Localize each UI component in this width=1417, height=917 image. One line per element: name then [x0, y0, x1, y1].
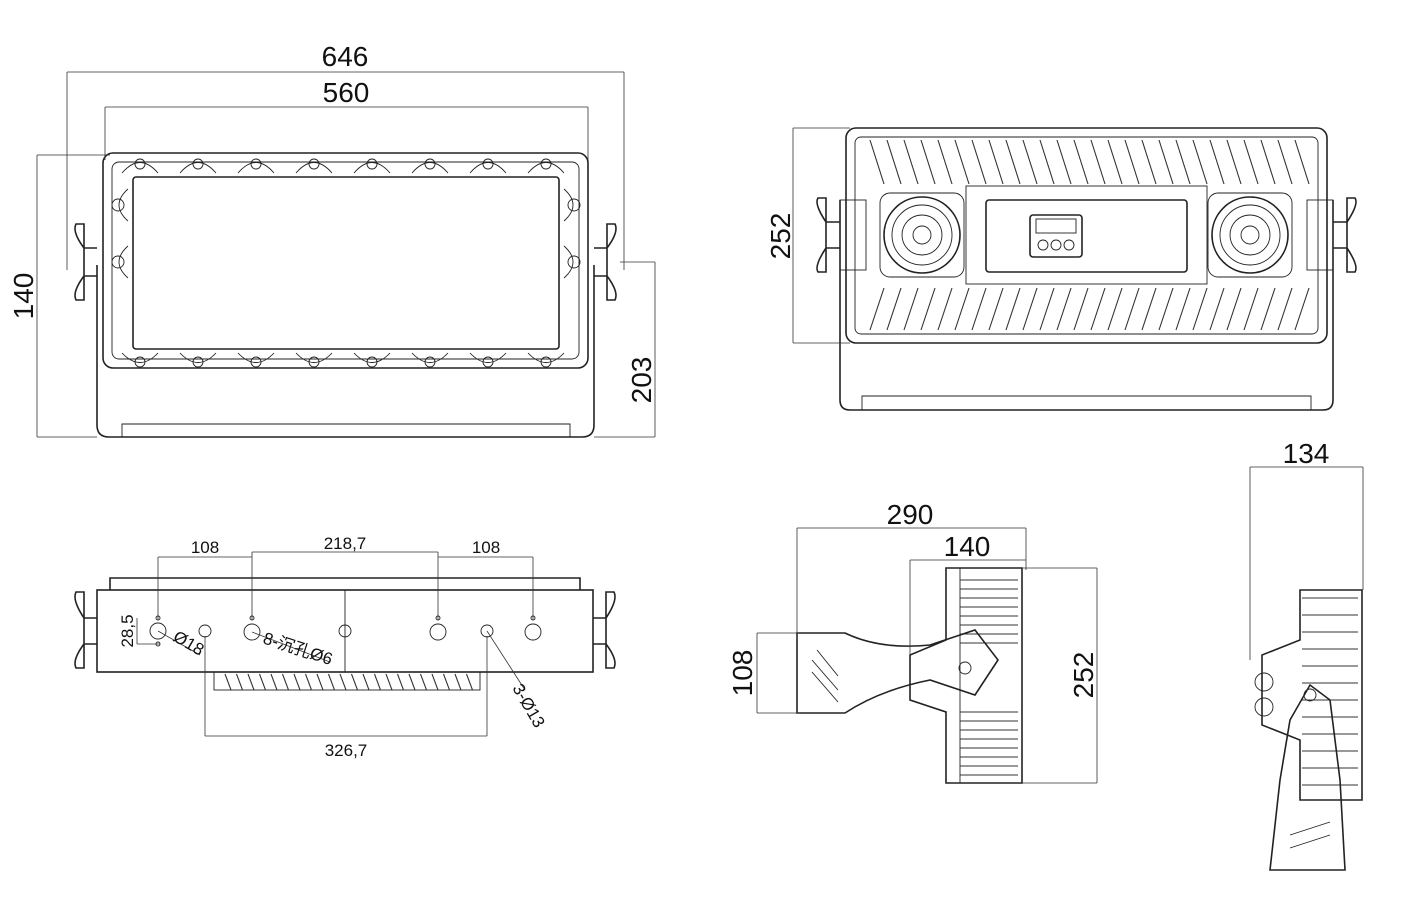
- dim-end-width: 134: [1283, 438, 1330, 469]
- dim-side-height: 252: [1068, 652, 1099, 699]
- dim-bottom-spacing-center: 218,7: [324, 534, 367, 553]
- dim-bottom-spacing-left: 108: [191, 538, 219, 557]
- dim-bottom-spacing: 326,7: [325, 741, 368, 760]
- mount-hole: [243, 623, 261, 641]
- fan-icon: [1207, 192, 1293, 278]
- mount-hole: [149, 622, 167, 640]
- dim-side-bracket-height: 108: [727, 650, 758, 697]
- dim-front-width-overall: 646: [322, 41, 369, 72]
- bottom-view: 108 218,7 108 28,5 Ø18 8-沉孔Ø6 3-Ø13 326,…: [74, 534, 616, 760]
- dim-holes-small: 3-Ø13: [509, 681, 549, 731]
- side-view: 290 140 108 252: [727, 499, 1099, 784]
- dim-side-depth-overall: 290: [887, 499, 934, 530]
- mount-hole: [524, 623, 542, 641]
- end-view: 134: [1249, 438, 1364, 871]
- dim-countersink: 8-沉孔Ø6: [261, 629, 335, 669]
- mount-hole: [429, 623, 447, 641]
- dim-bottom-offset: 28,5: [118, 614, 137, 647]
- dim-hole-large: Ø18: [170, 627, 207, 660]
- dim-front-width-inner: 560: [323, 77, 370, 108]
- rear-view: 252: [765, 127, 1357, 411]
- dim-rear-height: 252: [765, 213, 796, 260]
- front-view: 646 560 140 203: [8, 41, 657, 438]
- dim-bottom-spacing-right: 108: [472, 538, 500, 557]
- fan-icon: [879, 192, 965, 278]
- mount-hole: [338, 624, 352, 638]
- mount-hole: [198, 624, 212, 638]
- dim-side-depth-body: 140: [944, 531, 991, 562]
- dim-front-height-left: 140: [8, 273, 39, 320]
- dim-front-height-bracket: 203: [626, 357, 657, 404]
